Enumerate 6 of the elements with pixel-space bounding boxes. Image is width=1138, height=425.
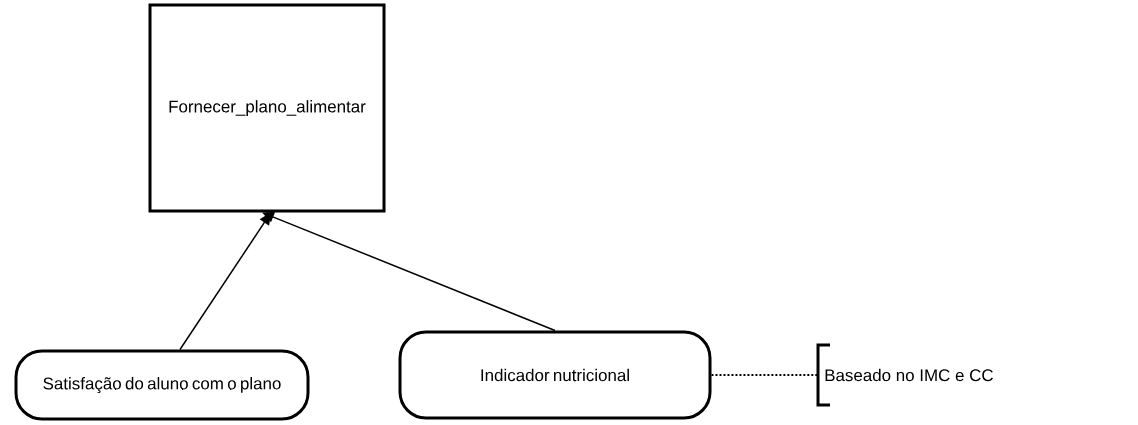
- rounded-box: Satisfação do aluno com o plano: [14, 349, 310, 421]
- process-box: Fornecer_plano_alimentar: [148, 3, 386, 213]
- bracket-note: Baseado no IMC e CC: [816, 343, 993, 407]
- dotted-line: [710, 374, 819, 376]
- arrow: [262, 211, 556, 332]
- rounded-box: Indicador nutricional: [398, 330, 712, 420]
